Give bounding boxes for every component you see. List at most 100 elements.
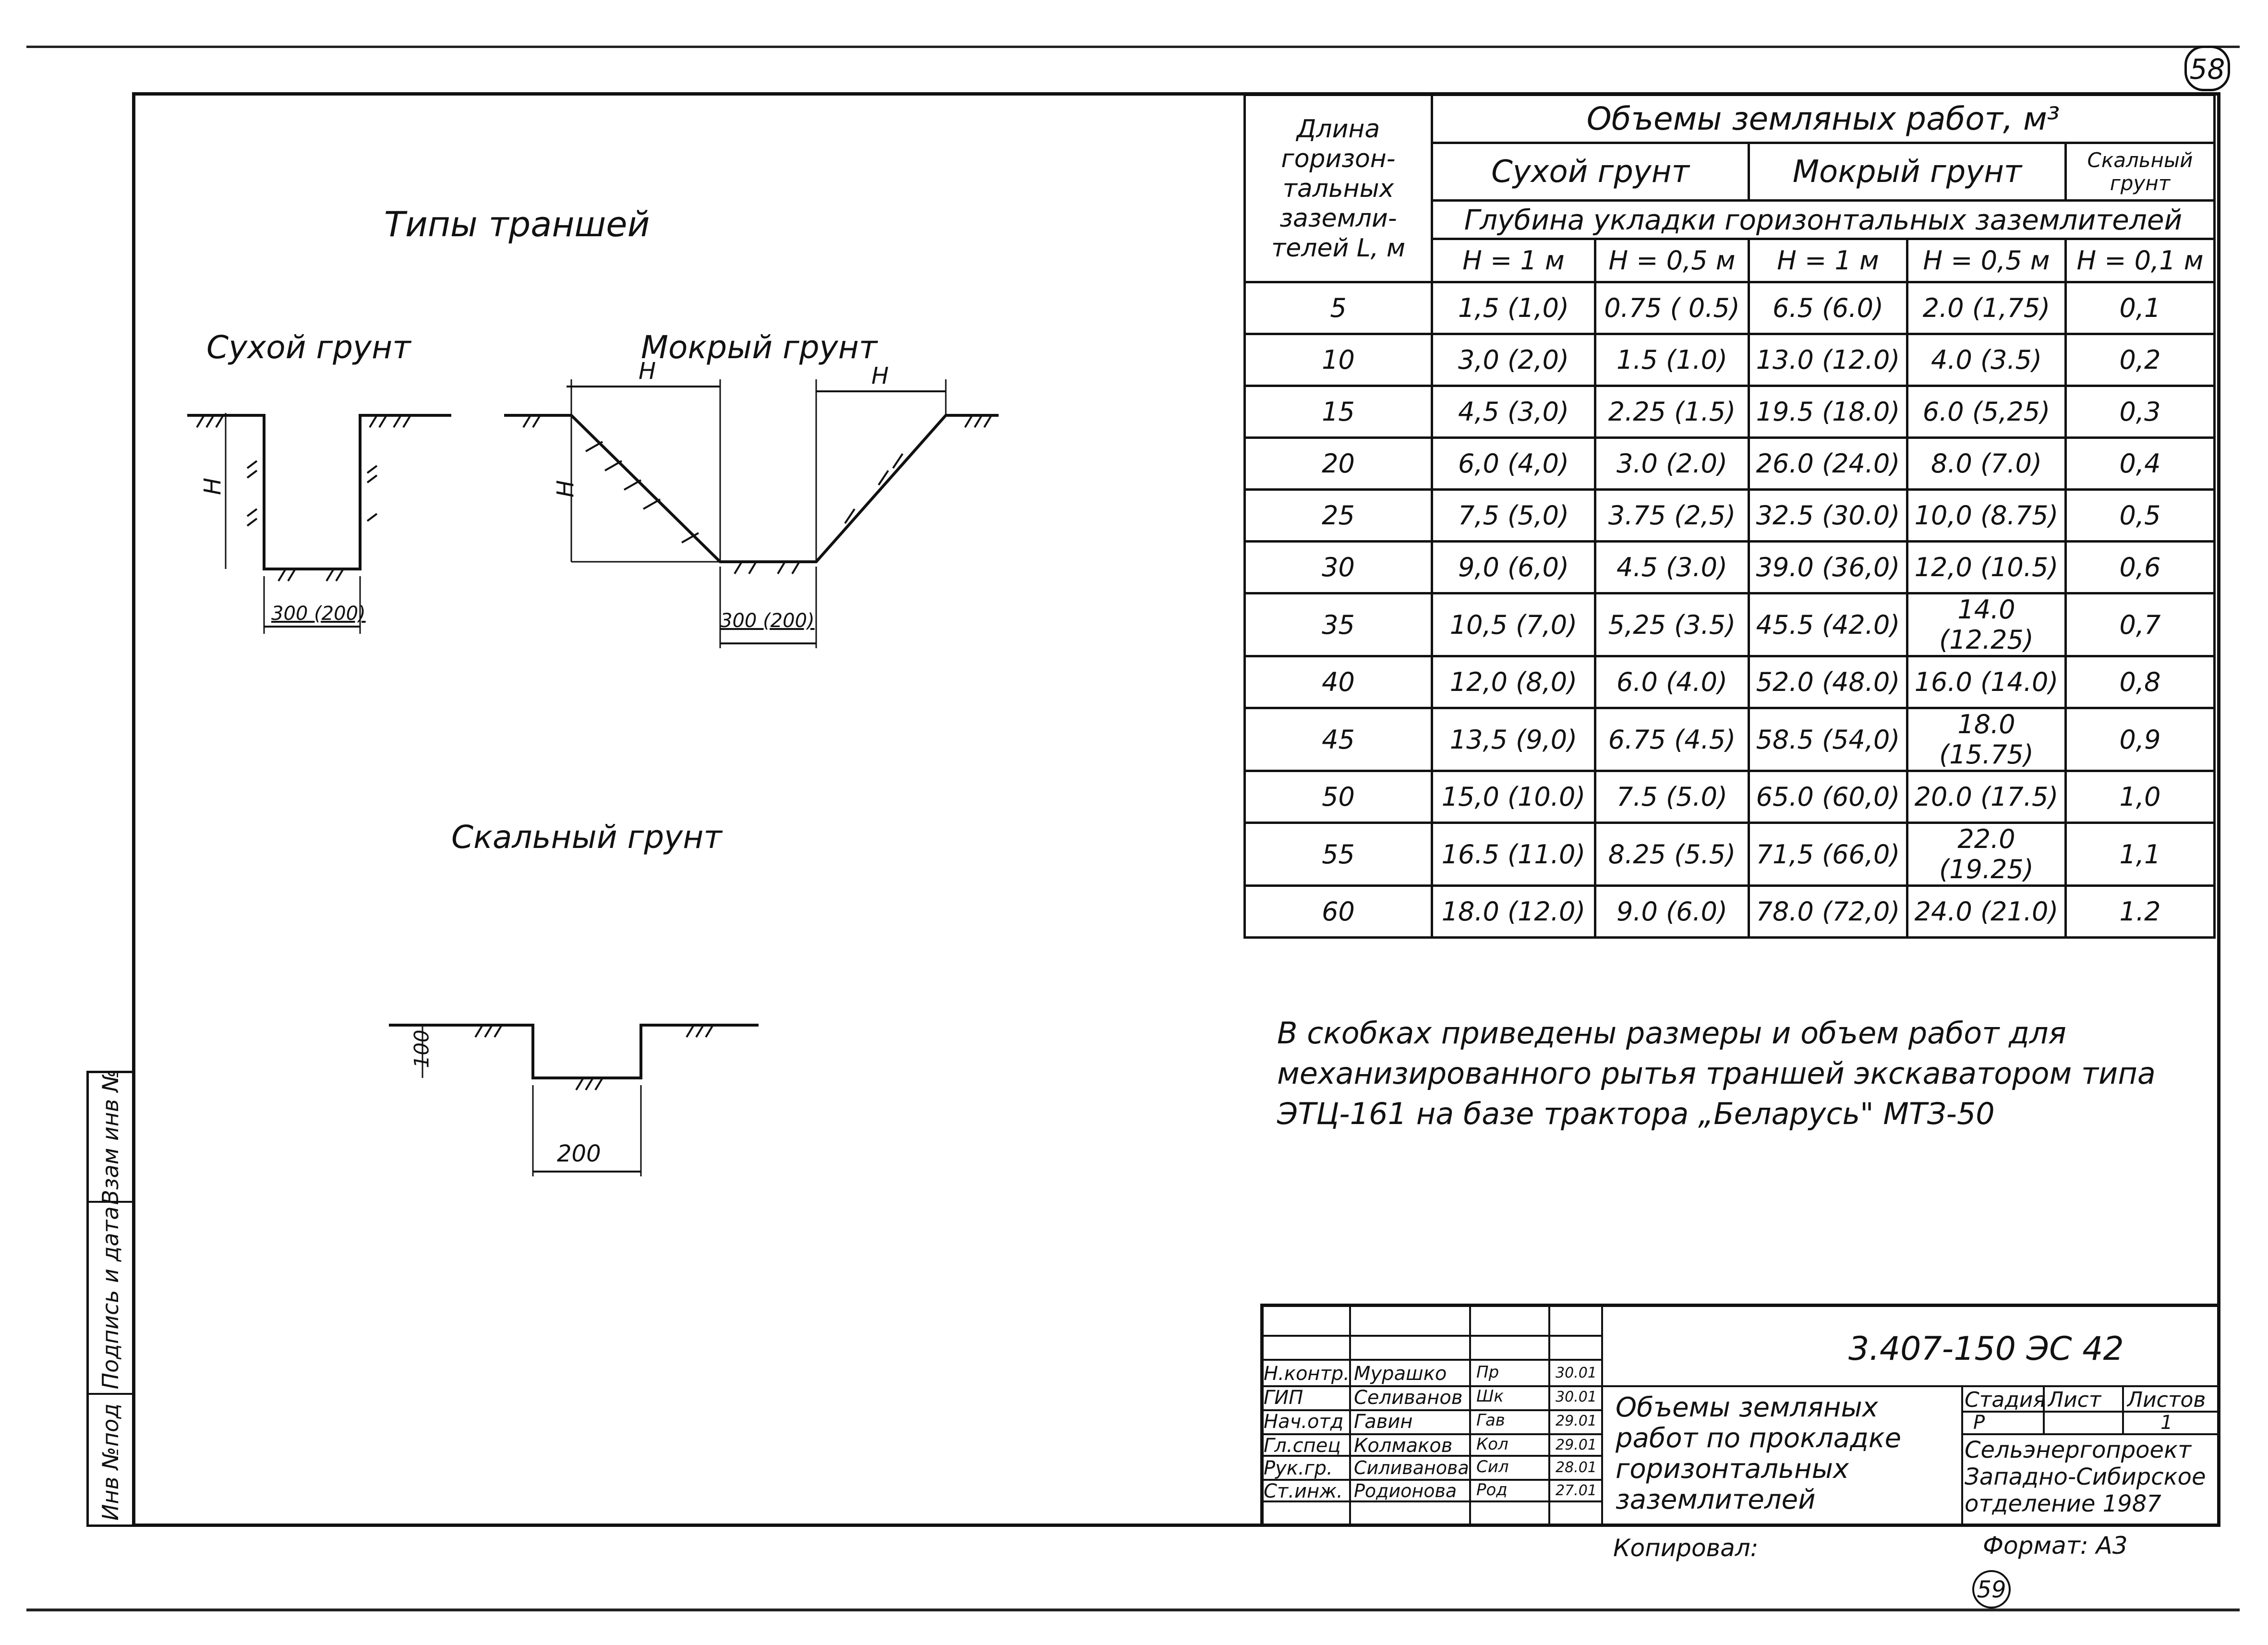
tb-divider	[1260, 1359, 1601, 1361]
role-cell: Нач.отд	[1264, 1411, 1344, 1433]
value-cell: 24.0 (21.0)	[1906, 884, 2067, 939]
length-cell: 15	[1243, 385, 1433, 439]
value-cell: 7.5 (5.0)	[1594, 770, 1750, 824]
drawing-code: 3.407-150 ЭС 42	[1848, 1330, 2124, 1368]
value-cell: 0,5	[2064, 488, 2216, 543]
depth-cell: H = 1 м	[1748, 238, 1908, 283]
value-cell: 0.75 ( 0.5)	[1594, 281, 1750, 335]
value-cell: 0,4	[2064, 436, 2216, 491]
value-cell: 0,8	[2064, 655, 2216, 709]
value-cell: 9,0 (6,0)	[1431, 540, 1596, 594]
sheets-label: Листов	[2127, 1388, 2206, 1412]
tb-divider	[1260, 1433, 1601, 1435]
tb-divider	[1260, 1455, 1601, 1457]
strip-cell-replace: Взам инв №	[89, 1069, 132, 1205]
length-cell: 55	[1243, 822, 1433, 887]
dry-trench	[187, 413, 451, 634]
value-cell: 26.0 (24.0)	[1748, 436, 1908, 491]
value-cell: 16.5 (11.0)	[1431, 822, 1596, 887]
earthwork-volumes-table: Длина горизон- тальных заземли- телей L,…	[1243, 94, 2216, 939]
length-column-header: Длина горизон- тальных заземли- телей L,…	[1243, 94, 1433, 283]
name-cell: Мурашко	[1354, 1363, 1447, 1385]
date-cell: 27.01	[1556, 1482, 1597, 1499]
value-cell: 4.0 (3.5)	[1906, 333, 2067, 387]
value-cell: 18.0 (12.0)	[1431, 884, 1596, 939]
length-cell: 10	[1243, 333, 1433, 387]
tb-divider	[1260, 1335, 1601, 1337]
value-cell: 52.0 (48.0)	[1748, 655, 1908, 709]
length-cell: 45	[1243, 707, 1433, 772]
depth-header: Глубина укладки горизонтальных заземлите…	[1431, 199, 2216, 240]
signature-cell: Сил	[1476, 1457, 1509, 1476]
value-cell: 45.5 (42.0)	[1748, 592, 1908, 657]
signature-cell: Шк	[1476, 1387, 1504, 1406]
sheet-label: Лист	[2048, 1388, 2101, 1412]
organization: Сельэнергопроект Западно-Сибирское отдел…	[1965, 1437, 2206, 1517]
wet-soil-header: Мокрый грунт	[1748, 142, 2067, 202]
depth-cell: H = 0,5 м	[1906, 238, 2067, 283]
name-cell: Родионова	[1354, 1480, 1457, 1501]
value-cell: 6.5 (6.0)	[1748, 281, 1908, 335]
rock-trench	[389, 1024, 759, 1176]
tb-divider	[2122, 1385, 2124, 1433]
value-cell: 3.75 (2,5)	[1594, 488, 1750, 543]
value-cell: 0,7	[2064, 592, 2216, 657]
date-cell: 30.01	[1556, 1365, 1597, 1381]
role-cell: ГИП	[1264, 1387, 1303, 1409]
date-cell: 30.01	[1556, 1389, 1597, 1405]
tb-divider	[1260, 1500, 1601, 1502]
name-cell: Колмаков	[1354, 1435, 1453, 1457]
tb-divider	[1961, 1385, 1963, 1527]
drawing-frame	[132, 92, 2220, 1527]
value-cell: 8.0 (7.0)	[1906, 436, 2067, 491]
rock-soil-label: Скальный грунт	[451, 819, 722, 856]
wet-width-label: 300 (200)	[720, 610, 815, 632]
tb-divider	[1260, 1385, 2220, 1387]
tb-divider	[1260, 1479, 1601, 1481]
name-cell: Селиванов	[1354, 1387, 1463, 1409]
format-label: Формат: А3	[1983, 1532, 2128, 1560]
value-cell: 9.0 (6.0)	[1594, 884, 1750, 939]
value-cell: 4.5 (3.0)	[1594, 540, 1750, 594]
dry-soil-label: Сухой грунт	[206, 329, 411, 366]
wet-depth-label: H	[552, 480, 579, 498]
signature-cell: Кол	[1476, 1435, 1508, 1454]
value-cell: 8.25 (5.5)	[1594, 822, 1750, 887]
value-cell: 6.0 (4.0)	[1594, 655, 1750, 709]
value-cell: 0,1	[2064, 281, 2216, 335]
signature-cell: Гав	[1476, 1411, 1505, 1430]
tb-divider	[2043, 1385, 2045, 1433]
length-cell: 60	[1243, 884, 1433, 939]
value-cell: 4,5 (3,0)	[1431, 385, 1596, 439]
wet-offset-left-label: H	[639, 358, 656, 385]
wet-trench	[504, 379, 999, 648]
signature-cell: Пр	[1476, 1363, 1499, 1382]
value-cell: 20.0 (17.5)	[1906, 770, 2067, 824]
value-cell: 10,0 (8.75)	[1906, 488, 2067, 543]
value-cell: 6.75 (4.5)	[1594, 707, 1750, 772]
value-cell: 12,0 (10.5)	[1906, 540, 2067, 594]
value-cell: 0,2	[2064, 333, 2216, 387]
role-cell: Н.контр.	[1264, 1363, 1350, 1385]
value-cell: 10,5 (7,0)	[1431, 592, 1596, 657]
length-cell: 50	[1243, 770, 1433, 824]
rock-width-label: 200	[557, 1140, 601, 1167]
value-cell: 13.0 (12.0)	[1748, 333, 1908, 387]
page-number: 58	[2184, 46, 2230, 91]
depth-cell: H = 0,5 м	[1594, 238, 1750, 283]
value-cell: 6.0 (5,25)	[1906, 385, 2067, 439]
tb-divider	[1469, 1304, 1471, 1527]
stage-value: Р	[1973, 1412, 1985, 1434]
